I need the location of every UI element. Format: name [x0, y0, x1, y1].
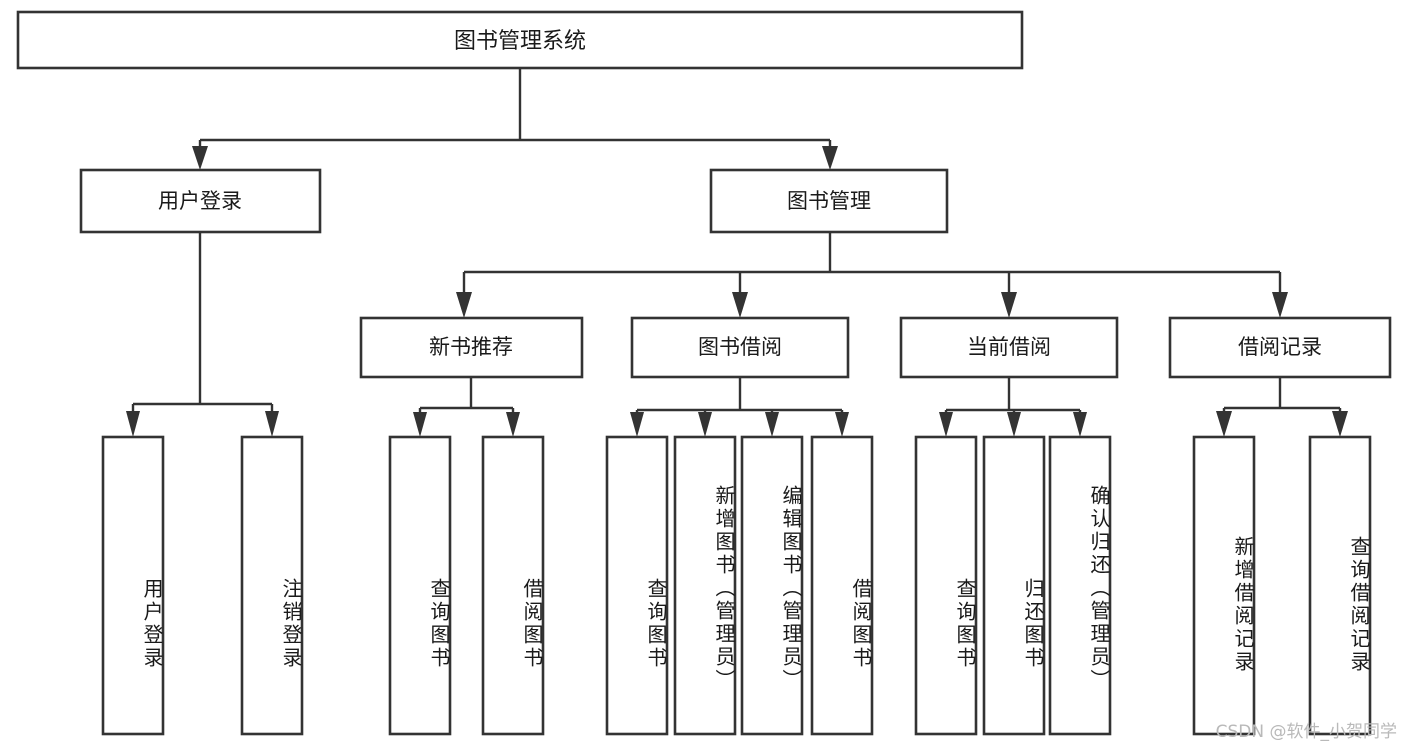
node-new-book-recommend[interactable]: 新书推荐 — [359, 316, 584, 379]
leaf-box-query-book-2[interactable] — [605, 435, 669, 736]
connector-book-borrow-to-leaves — [630, 377, 849, 437]
node-new-book-recommend-label: 新书推荐 — [429, 335, 513, 359]
leaf-box-borrow-book-2[interactable] — [810, 435, 874, 736]
leaf-box-query-book-3[interactable] — [914, 435, 978, 736]
connector-root-to-level2 — [192, 68, 838, 170]
node-borrow-record[interactable]: 借阅记录 — [1168, 316, 1392, 379]
node-user-login-label: 用户登录 — [158, 189, 242, 213]
node-root[interactable]: 图书管理系统 — [16, 10, 1024, 70]
connector-user-login-to-leaves — [126, 232, 279, 437]
leaf-boxes — [101, 435, 1372, 736]
connector-borrow-record-to-leaves — [1216, 377, 1348, 437]
connector-new-book-to-leaves — [413, 377, 520, 437]
leaf-box-query-record[interactable] — [1308, 435, 1372, 736]
node-book-management-label: 图书管理 — [787, 189, 871, 213]
node-book-management[interactable]: 图书管理 — [709, 168, 949, 234]
node-book-borrow-label: 图书借阅 — [698, 335, 782, 359]
leaf-box-add-record[interactable] — [1192, 435, 1256, 736]
leaf-box-user-login[interactable] — [101, 435, 165, 736]
connector-current-borrow-to-leaves — [939, 377, 1087, 437]
leaf-box-query-book-1[interactable] — [388, 435, 452, 736]
leaf-box-confirm-return[interactable] — [1048, 435, 1112, 736]
leaf-box-borrow-book-1[interactable] — [481, 435, 545, 736]
leaf-box-edit-book[interactable] — [740, 435, 804, 736]
csdn-watermark: CSDN @软件_小贺同学 — [1215, 722, 1397, 742]
leaf-box-add-book[interactable] — [673, 435, 737, 736]
node-root-label: 图书管理系统 — [454, 29, 586, 54]
leaf-box-return-book[interactable] — [982, 435, 1046, 736]
leaf-box-logout[interactable] — [240, 435, 304, 736]
node-current-borrow[interactable]: 当前借阅 — [899, 316, 1119, 379]
node-current-borrow-label: 当前借阅 — [967, 335, 1051, 359]
node-book-borrow[interactable]: 图书借阅 — [630, 316, 850, 379]
connector-book-mgmt-to-level3 — [456, 232, 1288, 318]
node-user-login[interactable]: 用户登录 — [79, 168, 322, 234]
node-borrow-record-label: 借阅记录 — [1238, 335, 1322, 359]
